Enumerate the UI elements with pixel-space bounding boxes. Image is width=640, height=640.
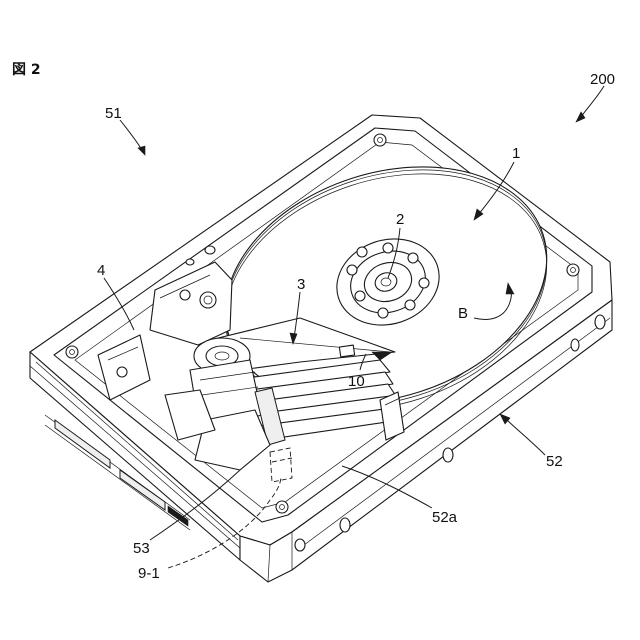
label-1: 1 <box>512 145 520 162</box>
figure-title: 図 2 <box>12 62 41 78</box>
label-10: 10 <box>348 373 365 390</box>
label-51: 51 <box>105 105 122 122</box>
label-9-1: 9-1 <box>138 565 160 582</box>
label-52a: 52a <box>432 509 458 526</box>
label-3: 3 <box>297 276 305 293</box>
label-4: 4 <box>97 262 105 279</box>
label-2: 2 <box>396 211 404 228</box>
label-200: 200 <box>590 71 615 88</box>
label-53: 53 <box>133 540 150 557</box>
label-52: 52 <box>546 453 563 470</box>
label-B: B <box>458 305 468 322</box>
